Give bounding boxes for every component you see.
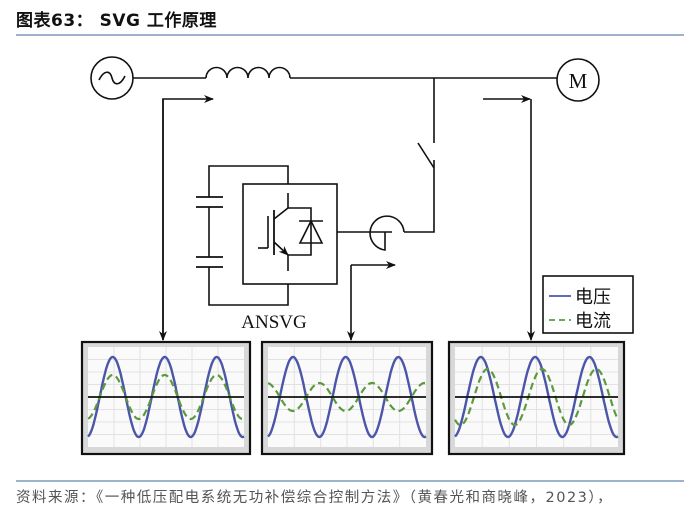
diode-icon bbox=[288, 207, 324, 256]
motor-icon: M bbox=[556, 58, 600, 102]
switch-icon bbox=[417, 142, 435, 169]
current-transformer-icon bbox=[369, 215, 405, 251]
legend: 电压 电流 bbox=[542, 275, 634, 334]
converter-box bbox=[242, 183, 338, 285]
scope-source-side bbox=[80, 340, 252, 456]
current-waveform bbox=[454, 367, 619, 427]
igbt-icon bbox=[258, 193, 289, 271]
switch-to-ct-line bbox=[404, 160, 435, 233]
figure-title: 图表63： SVG 工作原理 bbox=[16, 11, 217, 31]
legend-current-label: 电流 bbox=[575, 311, 611, 332]
voltage-waveform bbox=[87, 355, 245, 439]
ac-source-icon bbox=[90, 56, 134, 100]
scope-panels bbox=[80, 340, 626, 456]
scope-svg-output bbox=[260, 340, 434, 456]
title-divider bbox=[16, 34, 684, 36]
current-waveform bbox=[87, 373, 245, 421]
motor-label: M bbox=[569, 69, 588, 93]
current-waveform bbox=[267, 381, 427, 413]
inductor-icon bbox=[205, 66, 291, 79]
footer-divider bbox=[16, 480, 684, 482]
dc-capacitor-bank bbox=[196, 165, 289, 306]
ansvg-label: ANSVG bbox=[241, 312, 307, 333]
source-measurement-arrow bbox=[162, 95, 214, 340]
source-note: 资料来源：《一种低压配电系统无功补偿综合控制方法》（黄春光和商晓峰，2023）， bbox=[16, 490, 614, 506]
voltage-waveform bbox=[267, 355, 427, 439]
voltage-waveform bbox=[454, 355, 619, 439]
legend-voltage-label: 电压 bbox=[575, 287, 611, 308]
svg-working-principle-diagram: M ANSVG bbox=[80, 56, 634, 456]
scope-load-side bbox=[447, 340, 626, 456]
